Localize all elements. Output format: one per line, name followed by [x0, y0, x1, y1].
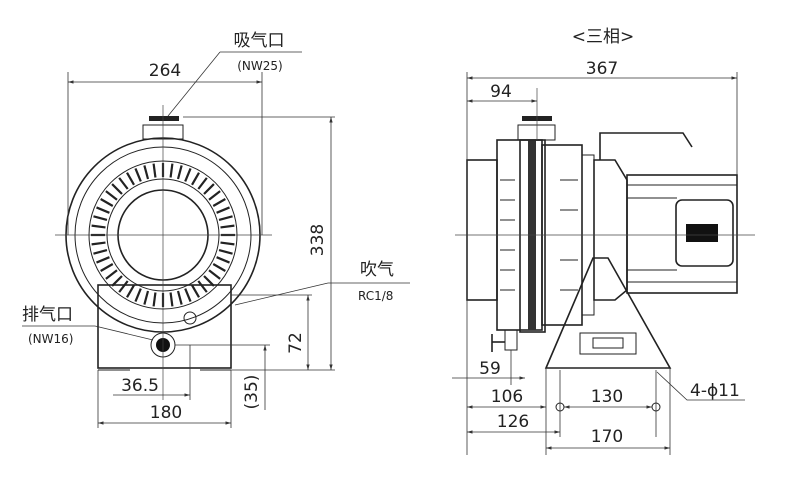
mounting-stand — [544, 257, 672, 369]
purge-label: 吹气 — [360, 260, 394, 280]
dim-stand-width: 170 — [591, 427, 623, 447]
fin — [91, 241, 106, 246]
fin — [208, 190, 221, 201]
fin — [100, 198, 114, 207]
terminal-box — [675, 199, 734, 267]
dim-hole-front: 126 — [497, 412, 529, 432]
fin — [184, 288, 192, 302]
fin — [93, 215, 108, 222]
dim-purge-offset: 59 — [479, 359, 501, 379]
dim-height: 338 — [308, 224, 328, 256]
side-view-title: <三相> — [572, 27, 635, 47]
fin — [216, 206, 230, 214]
dim-inlet-offset: 94 — [490, 82, 512, 102]
fin — [134, 288, 142, 302]
fin — [126, 172, 135, 186]
fin — [208, 269, 221, 280]
dim-stand-front: 106 — [491, 387, 523, 407]
dim-exhaust-offset: 36.5 — [121, 376, 159, 396]
fin — [212, 198, 226, 207]
motor — [626, 174, 738, 294]
fin — [220, 224, 235, 229]
fin — [100, 263, 114, 272]
dim-base-width: 180 — [150, 403, 182, 423]
fin — [212, 263, 226, 272]
fin — [126, 284, 135, 298]
fin — [105, 190, 118, 201]
fin — [218, 248, 233, 255]
fin — [220, 241, 235, 246]
front-view: 264 吸气口 (NW25) 338 吹气 RC1/8 排气口 (NW16) 7… — [22, 31, 410, 428]
side-view: <三相> — [452, 27, 755, 455]
fin — [191, 172, 200, 186]
handle — [599, 132, 693, 160]
dim-hole-pitch: 130 — [591, 387, 623, 407]
exhaust-label: 排气口 — [22, 305, 73, 325]
dim-length: 367 — [586, 59, 618, 79]
inlet-label: 吸气口 — [234, 31, 285, 51]
inlet-spec: (NW25) — [237, 59, 282, 73]
purge-spec: RC1/8 — [358, 289, 393, 303]
fin — [93, 248, 108, 255]
fin — [143, 290, 150, 305]
purge-port — [183, 311, 197, 325]
dim-foot-height: (35) — [242, 375, 262, 410]
dim-holes: 4-ϕ11 — [690, 381, 740, 401]
fin — [197, 177, 208, 190]
fin — [216, 256, 230, 264]
fin — [197, 280, 208, 293]
dim-width: 264 — [149, 61, 181, 81]
fin — [169, 292, 174, 307]
fin — [218, 215, 233, 222]
pump-base — [97, 284, 232, 369]
fin — [191, 284, 200, 298]
fin — [203, 275, 215, 287]
fin — [105, 269, 118, 280]
fin — [152, 292, 157, 307]
fin — [184, 168, 192, 182]
fin — [111, 183, 123, 195]
exhaust-spec: (NW16) — [28, 332, 73, 346]
fin — [134, 168, 142, 182]
fin — [118, 177, 129, 190]
dim-exhaust-height: 72 — [286, 332, 306, 354]
fin — [143, 165, 150, 180]
fin — [203, 183, 215, 195]
inlet-flange — [149, 116, 179, 121]
fin — [91, 224, 106, 229]
cooling-fins — [91, 163, 235, 307]
fin — [152, 163, 157, 178]
fin — [169, 163, 174, 178]
fin — [96, 206, 110, 214]
fin — [118, 280, 129, 293]
fin — [176, 165, 183, 180]
fin — [96, 256, 110, 264]
fin — [176, 290, 183, 305]
fin — [111, 275, 123, 287]
